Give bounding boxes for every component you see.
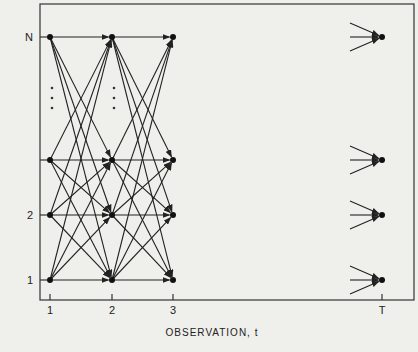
transition-arrow bbox=[50, 40, 111, 280]
state-dot bbox=[379, 277, 385, 283]
transition-arrow bbox=[350, 161, 379, 174]
axis-ticks bbox=[40, 37, 382, 300]
transition-arrow bbox=[350, 279, 379, 280]
transition-arrow bbox=[112, 162, 170, 215]
time-label: 1 bbox=[47, 305, 53, 316]
transition-arrow bbox=[112, 37, 172, 277]
transition-arrow bbox=[50, 40, 111, 215]
state-dot bbox=[170, 157, 176, 163]
transition-arrow bbox=[112, 36, 170, 37]
state-dot bbox=[47, 212, 53, 218]
state-dot bbox=[379, 34, 385, 40]
transition-arrow bbox=[350, 216, 379, 229]
state-dots bbox=[47, 34, 385, 283]
transition-arrow bbox=[50, 37, 111, 277]
transition-arrow bbox=[350, 266, 379, 279]
ellipsis-dots bbox=[51, 87, 116, 110]
state-dot bbox=[170, 34, 176, 40]
state-dot bbox=[379, 212, 385, 218]
transition-arrow bbox=[350, 23, 379, 36]
transition-arrow bbox=[350, 146, 379, 159]
transition-arrow bbox=[112, 218, 171, 280]
transition-arrow bbox=[350, 36, 379, 37]
state-dot bbox=[109, 34, 115, 40]
transition-arrows bbox=[50, 23, 379, 294]
transition-arrow bbox=[50, 162, 109, 215]
state-dot bbox=[109, 157, 115, 163]
axis-title: OBSERVATION, t bbox=[166, 328, 259, 338]
transition-arrow bbox=[50, 36, 109, 37]
transition-arrow bbox=[50, 160, 110, 277]
transition-arrow bbox=[112, 214, 170, 215]
transition-arrow bbox=[350, 38, 379, 51]
state-dot bbox=[109, 212, 115, 218]
transition-arrow bbox=[350, 159, 379, 160]
transition-arrow bbox=[50, 160, 109, 213]
transition-arrow bbox=[50, 218, 110, 280]
state-label: N bbox=[25, 32, 33, 43]
state-dot bbox=[170, 277, 176, 283]
transition-arrow bbox=[350, 201, 379, 214]
time-label: 2 bbox=[109, 305, 115, 316]
transition-arrow bbox=[112, 37, 172, 212]
state-dot bbox=[379, 157, 385, 163]
transition-arrow bbox=[350, 214, 379, 215]
transition-arrow bbox=[112, 279, 170, 280]
transition-arrow bbox=[50, 37, 111, 212]
state-label: 1 bbox=[27, 275, 33, 286]
transition-arrow bbox=[50, 40, 110, 160]
transition-arrow bbox=[112, 40, 171, 160]
transition-arrow bbox=[350, 281, 379, 294]
transition-arrow bbox=[112, 159, 170, 160]
transition-arrow bbox=[112, 160, 170, 213]
state-dot bbox=[47, 34, 53, 40]
transition-arrow bbox=[112, 40, 172, 280]
state-dot bbox=[47, 277, 53, 283]
time-label: T bbox=[379, 305, 386, 316]
plot-frame bbox=[40, 4, 414, 300]
transition-arrow bbox=[112, 160, 171, 277]
state-dot bbox=[170, 212, 176, 218]
state-dot bbox=[109, 277, 115, 283]
state-dot bbox=[47, 157, 53, 163]
transition-arrow bbox=[50, 279, 109, 280]
transition-arrow bbox=[50, 214, 109, 215]
transition-arrow bbox=[50, 159, 109, 160]
state-label: 2 bbox=[27, 210, 33, 221]
transition-arrow bbox=[50, 37, 110, 157]
transition-arrow bbox=[112, 163, 171, 280]
time-label: 3 bbox=[170, 305, 176, 316]
transition-arrow bbox=[50, 163, 110, 280]
transition-arrow bbox=[112, 40, 172, 215]
transition-arrow bbox=[112, 37, 171, 157]
